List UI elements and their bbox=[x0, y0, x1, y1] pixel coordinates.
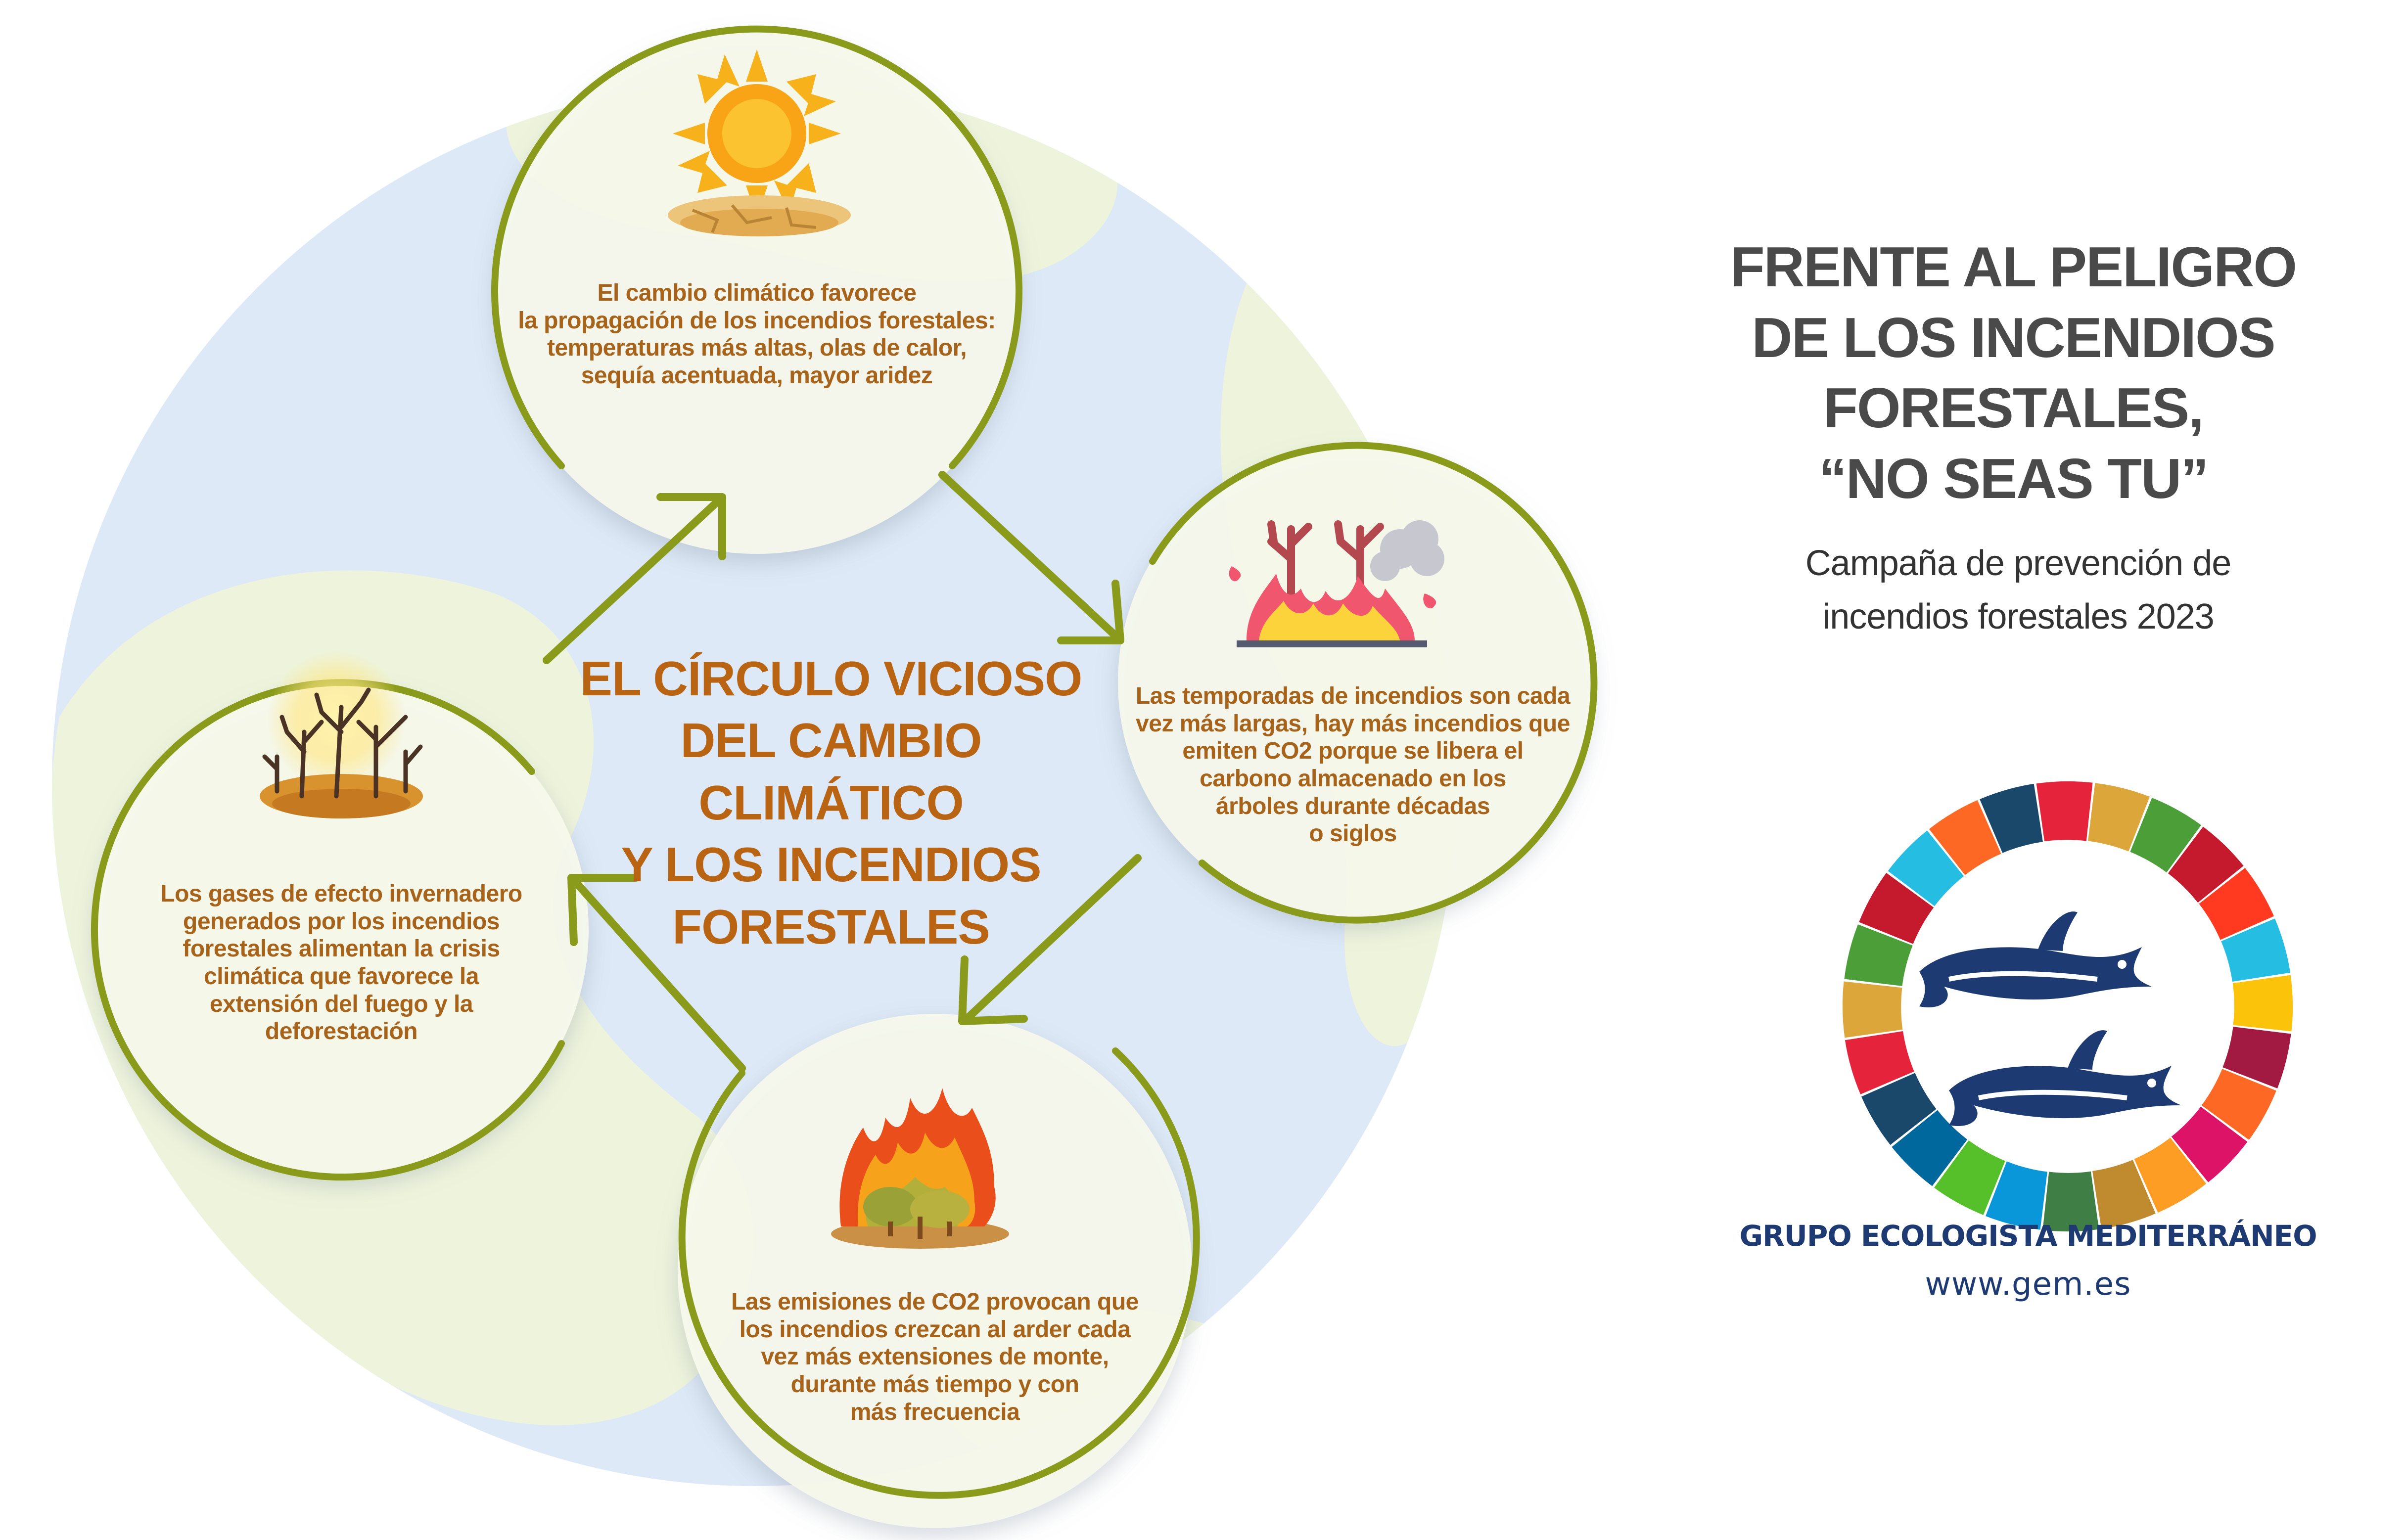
dolphin-upper bbox=[1919, 911, 2152, 1007]
panel-circles-fill bbox=[94, 30, 1593, 1528]
dolphin-lower bbox=[1949, 1030, 2181, 1126]
cycle-arrows bbox=[543, 471, 1142, 1072]
panel-circle-outlines bbox=[91, 25, 1598, 1499]
dolphins-sdg-ring-icon bbox=[1842, 781, 2293, 1232]
arrow-top-to-right bbox=[938, 471, 1124, 644]
organization-url[interactable]: www.gem.es bbox=[1925, 1266, 2131, 1303]
campaign-subtitle: Campaña de prevención de incendios fores… bbox=[1805, 544, 2232, 636]
arrow-bottom-to-left bbox=[567, 874, 746, 1072]
organization-name: GRUPO ECOLOGISTA MEDITERRÁNEO bbox=[1739, 1219, 2317, 1253]
forest-fire-icon bbox=[1229, 520, 1444, 647]
panel-left-text: Los gases de efecto invernadero generado… bbox=[160, 881, 522, 1045]
dry-trees-icon bbox=[260, 650, 423, 818]
sun-heat-icon bbox=[668, 49, 851, 236]
panel-top-text: El cambio climático favorece la propagac… bbox=[518, 280, 996, 389]
diagram-center-title: EL CÍRCULO VICIOSO DEL CAMBIO CLIMÁTICO … bbox=[580, 651, 1083, 954]
arrow-left-to-top bbox=[543, 493, 726, 664]
arrow-right-to-bottom bbox=[958, 854, 1142, 1025]
panel-bottom-text: Las emisiones de CO2 provocan que los in… bbox=[731, 1289, 1139, 1425]
burning-bushes-icon bbox=[831, 1088, 1009, 1249]
campaign-headline: FRENTE AL PELIGRO DE LOS INCENDIOS FORES… bbox=[1730, 236, 2297, 510]
panel-right-text: Las temporadas de incendios son cada vez… bbox=[1135, 683, 1571, 847]
